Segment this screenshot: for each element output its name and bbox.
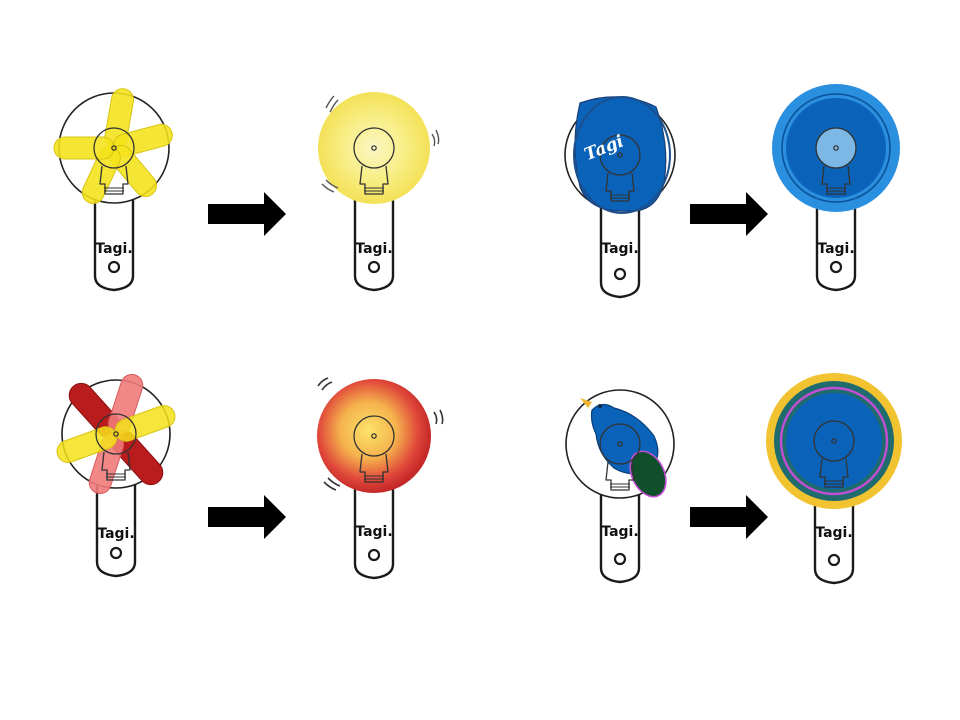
brand-label: Tagi. (355, 241, 392, 257)
brand-label: Tagi. (97, 526, 134, 542)
panel-blue-bird: Tagi. (565, 389, 675, 584)
brand-label: Tagi. (601, 524, 638, 540)
panel-blue-decal: Tagi Tagi. (564, 96, 676, 299)
arrow-right (208, 495, 286, 539)
brand-label: Tagi. (95, 241, 132, 257)
panel-yellow-pinwheel-spinning: Tagi. (318, 92, 440, 292)
pinwheel-blades (53, 88, 173, 204)
decal-outline (573, 96, 671, 214)
arrow-right (208, 192, 286, 236)
brand-label: Tagi. (601, 241, 638, 257)
motion-lines (317, 377, 444, 491)
pinwheel-blades (56, 373, 176, 495)
spin-blur (318, 92, 430, 204)
spin-blur (317, 379, 431, 493)
panel-red-yellow-pinwheel: Tagi. (56, 373, 176, 578)
bird-icon (580, 398, 667, 498)
brand-label: Tagi. (355, 524, 392, 540)
brand-label: Tagi. (817, 241, 854, 257)
ring-line (781, 93, 891, 203)
panel-blue-decal-spinning: Tagi. (772, 84, 900, 292)
center-disc (816, 128, 856, 168)
arrow-right (690, 495, 768, 539)
panel-yellow-pinwheel: Tagi. (53, 88, 173, 292)
blue-decal (574, 96, 667, 212)
arrow-right (690, 192, 768, 236)
brand-label: Tagi. (815, 525, 852, 541)
center-disc (786, 393, 882, 489)
panel-red-yellow-pinwheel-spinning: Tagi. (317, 377, 444, 580)
ring-violet (779, 386, 889, 496)
motion-lines (321, 95, 440, 193)
panel-blue-bird-spinning: Tagi. (766, 373, 902, 585)
